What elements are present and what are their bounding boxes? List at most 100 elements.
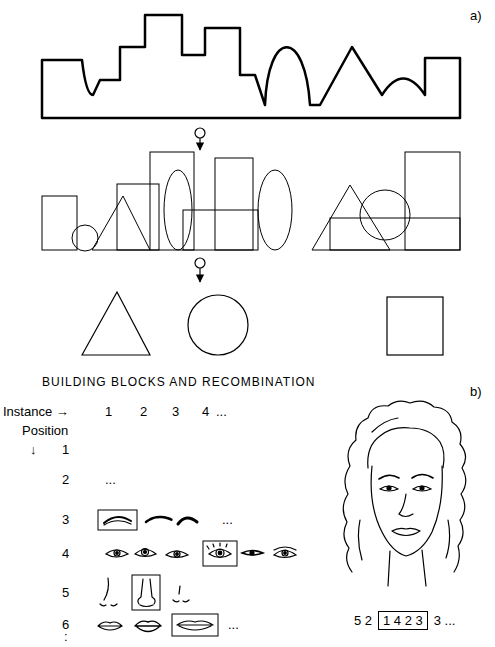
selection-box — [132, 575, 160, 610]
sequence-digits: 5 2 — [354, 613, 372, 628]
mouth-drawing — [135, 621, 161, 631]
eye-drawing — [114, 550, 120, 556]
nose-drawing — [173, 600, 189, 602]
mouth-drawing — [177, 621, 213, 630]
column-number: 2 — [140, 404, 147, 419]
eye-drawing — [174, 551, 180, 557]
column-number: 4 — [202, 404, 209, 419]
eye-drawing — [176, 553, 179, 556]
sequence-digits: 3 ... — [434, 613, 456, 628]
row-number: 1 — [62, 442, 69, 457]
column-number: 1 — [105, 404, 112, 419]
face-eye — [380, 486, 431, 491]
face-drawing — [343, 401, 466, 586]
face-mouth — [392, 528, 420, 535]
arrow-line — [199, 268, 200, 282]
mouth-row — [98, 614, 218, 636]
eye-drawing — [216, 549, 224, 557]
rect-shape — [405, 152, 460, 250]
hair-bangs — [368, 428, 444, 468]
ellipsis: ... — [105, 472, 116, 487]
axis-arrow: ↓ — [30, 442, 37, 457]
section-title: BUILDING BLOCKS AND RECOMBINATION — [42, 375, 316, 390]
ellipsis: ... — [228, 617, 239, 632]
hair-strand — [358, 418, 449, 560]
column-number: 3 — [172, 404, 179, 419]
row-number: 4 — [62, 546, 69, 561]
row-number: 5 — [62, 585, 69, 600]
row-number: 1 — [62, 442, 69, 457]
eye-drawing — [166, 551, 188, 558]
eyebrow-drawing — [146, 517, 172, 522]
eye-drawing — [284, 552, 287, 555]
row-number: 2 — [62, 472, 69, 487]
selection-box — [172, 614, 218, 636]
nose-drawing — [104, 578, 109, 600]
axis-label: Position — [22, 423, 68, 438]
selection-box — [98, 510, 137, 530]
row-number: 4 — [62, 546, 69, 561]
neck-line — [388, 550, 426, 586]
axis-arrow: ↓ — [30, 442, 37, 457]
eye-drawing — [144, 551, 147, 554]
sequence-digits: 1 4 2 3 — [383, 613, 423, 628]
eye-drawing — [250, 551, 254, 555]
axis-label: Instance → — [3, 404, 69, 419]
face-nose — [399, 494, 413, 517]
eye-drawing — [142, 549, 149, 556]
arrow-line — [199, 138, 200, 150]
column-number: 2 — [140, 404, 147, 419]
part-b — [98, 401, 466, 636]
eyebrow-drawing — [104, 521, 131, 525]
row-number: : — [64, 629, 68, 644]
eye-drawing — [282, 550, 288, 556]
nose-drawing — [140, 605, 153, 607]
hair-outline — [343, 401, 466, 572]
face-eye — [420, 486, 424, 490]
circle-shape — [188, 295, 248, 355]
rect-shape — [215, 158, 253, 250]
operator-circle — [195, 258, 205, 268]
triangle-shape — [92, 196, 150, 250]
panel-label: b) — [470, 384, 482, 399]
row-number: : — [64, 629, 68, 644]
sequence-digits: 5 2 — [354, 613, 372, 628]
section-title: BUILDING BLOCKS AND RECOMBINATION — [42, 375, 316, 389]
rect-shape — [117, 184, 159, 250]
nose-drawing — [100, 604, 117, 606]
ellipsis: ... — [222, 512, 233, 527]
column-number: 4 — [202, 404, 209, 419]
column-number: 3 — [172, 404, 179, 419]
panel-label: a) — [470, 8, 482, 23]
ellipse-shape — [258, 170, 292, 250]
row-number: 3 — [62, 512, 69, 527]
eye-drawing — [274, 551, 296, 558]
ellipsis: ... — [216, 404, 227, 419]
triangle-shape — [82, 292, 150, 355]
row-number: 2 — [62, 472, 69, 487]
overlapping-shapes — [42, 152, 460, 251]
square-shape — [387, 297, 443, 355]
ellipsis: ... — [222, 512, 233, 527]
skyline-outline — [42, 15, 460, 118]
circle-shape — [360, 190, 410, 240]
eye-drawing — [106, 550, 128, 557]
face-contour — [371, 466, 442, 556]
eye-drawing — [209, 550, 231, 558]
eye-drawing — [274, 547, 296, 550]
eye-drawing — [135, 550, 156, 557]
row-number: 5 — [62, 585, 69, 600]
eyebrow-row — [98, 510, 197, 530]
mouth-drawing — [98, 622, 122, 630]
rect-shape — [183, 210, 258, 250]
eye-row — [106, 541, 296, 566]
ellipsis: ... — [105, 472, 116, 487]
sequence-digits: 3 ... — [434, 613, 456, 628]
part-a — [42, 15, 460, 355]
rect-shape — [150, 152, 194, 250]
axis-label: Instance → — [3, 404, 69, 419]
sequence-box: 1 4 2 3 — [378, 611, 428, 630]
